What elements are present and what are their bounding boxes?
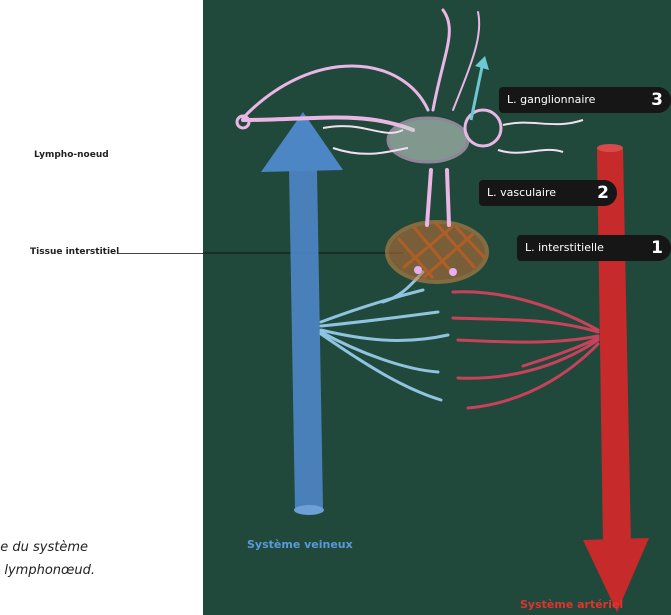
chalkboard: L. ganglionnaire 3 L. vasculaire 2 L. in…: [203, 0, 671, 615]
venous-vessel: [261, 112, 343, 515]
pill-ganglionnaire: L. ganglionnaire 3: [499, 87, 671, 113]
lymphatic-vessels: [243, 10, 479, 225]
venous-base: [294, 505, 324, 515]
pill-ganglionnaire-number: 3: [651, 87, 663, 113]
pill-interstitielle: L. interstitielle 1: [517, 235, 671, 261]
caption-line-1: ue du système: [0, 540, 88, 555]
tissue-pointer-line: [118, 253, 203, 254]
venous-system-label: Système veineux: [247, 538, 353, 551]
caption-line-2: n lymphonœud.: [0, 563, 95, 578]
lymph-arc: [243, 66, 428, 118]
pill-interstitielle-number: 1: [651, 235, 663, 261]
venous-trunk: [289, 168, 323, 510]
arterial-trunk: [597, 148, 631, 545]
tissue-interstitiel-label: Tissue interstitiel: [30, 247, 119, 257]
lympho-noeud-label: Lympho-noeud: [34, 150, 109, 160]
pill-vasculaire-label: L. vasculaire: [487, 186, 556, 199]
lymph-thoracic: [433, 10, 449, 110]
arterial-vessel: [583, 144, 649, 612]
pill-ganglionnaire-label: L. ganglionnaire: [507, 93, 595, 106]
lymph-vessel-right: [447, 170, 449, 225]
venous-capillaries: [321, 272, 448, 400]
drainage-arrowhead: [475, 56, 489, 70]
arterial-top: [597, 144, 623, 152]
pill-vasculaire: L. vasculaire 2: [479, 180, 617, 206]
arterial-system-label: Système artériel: [520, 598, 623, 611]
lymph-vessel-left: [427, 170, 431, 225]
interstitial-tissue: [387, 222, 487, 282]
arterial-capillaries: [453, 292, 598, 408]
pill-vasculaire-number: 2: [597, 180, 609, 206]
pill-interstitielle-label: L. interstitielle: [525, 241, 604, 254]
